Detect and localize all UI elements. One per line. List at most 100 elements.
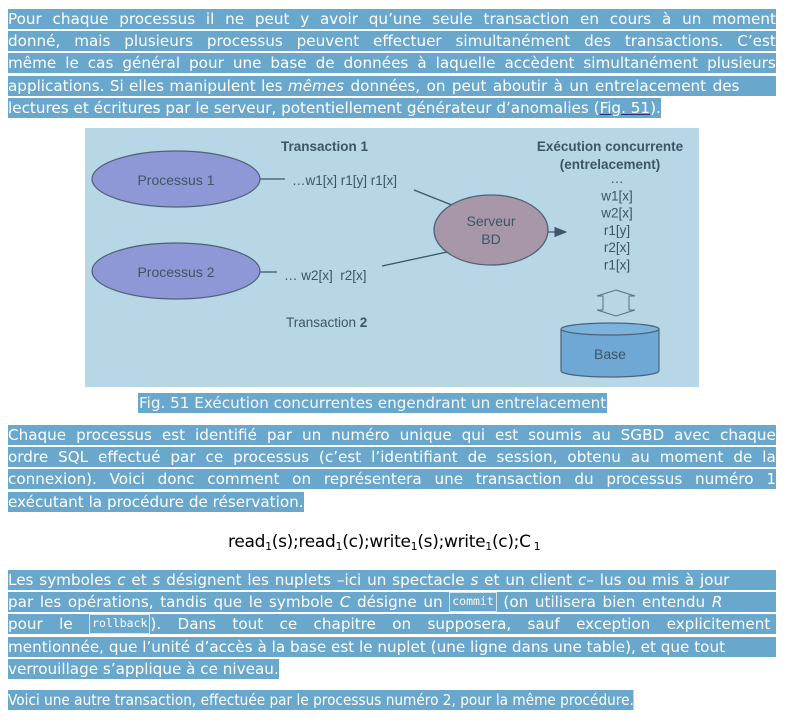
text: données, on peut aboutir à un entrelacem… bbox=[344, 76, 740, 95]
word: moment bbox=[712, 10, 776, 28]
symbol-C: C bbox=[339, 593, 351, 612]
text: par les opérations, tandis que le symbol… bbox=[8, 593, 340, 612]
code-rollback: rollback bbox=[89, 614, 151, 635]
word: même bbox=[8, 54, 57, 73]
database-label: Base bbox=[594, 346, 626, 362]
word: pour bbox=[189, 54, 224, 73]
formula-subscript: 1 bbox=[533, 540, 541, 553]
word: par bbox=[266, 426, 293, 444]
formula-term: read1(c); bbox=[298, 532, 370, 553]
word: de bbox=[315, 54, 335, 73]
text: lectures et écritures par le serveur, po… bbox=[8, 98, 600, 117]
word: transactions. bbox=[624, 32, 724, 51]
word: à bbox=[417, 54, 427, 73]
formula-term: write1(c); bbox=[444, 532, 519, 553]
word: chaque bbox=[52, 10, 109, 28]
word: numéro bbox=[331, 426, 390, 444]
text: désignent les nuplets –ici un spectacle bbox=[160, 571, 471, 589]
word: on bbox=[292, 470, 312, 489]
word: général bbox=[122, 54, 181, 73]
word: de bbox=[733, 448, 753, 467]
text: et un client bbox=[478, 571, 578, 589]
text: ). bbox=[650, 98, 661, 117]
formula-subscript: 1 bbox=[335, 540, 343, 553]
word: représentera bbox=[323, 470, 422, 489]
word: transaction bbox=[475, 470, 562, 489]
word: Voici bbox=[109, 470, 145, 489]
word: qui bbox=[461, 426, 486, 444]
word: session, bbox=[496, 448, 558, 467]
word: la bbox=[762, 448, 776, 467]
text: verrouillage s’applique à ce niveau. bbox=[8, 658, 279, 679]
word: Chaque bbox=[8, 426, 67, 444]
transaction-2-label-prefix: Transaction bbox=[286, 315, 360, 330]
word: SQL bbox=[58, 448, 89, 467]
word: est bbox=[161, 426, 186, 444]
word: au bbox=[591, 426, 611, 444]
word: obtenu bbox=[567, 448, 621, 467]
transaction-2-label-number: 2 bbox=[360, 315, 368, 330]
text: mentionnée, que l’unité d’accès à la bas… bbox=[8, 637, 726, 656]
symbol-R: R bbox=[711, 593, 723, 612]
formula-term: write1(s); bbox=[369, 532, 444, 553]
word: cours bbox=[609, 10, 652, 28]
emphasis-text: mêmes bbox=[287, 76, 345, 95]
server-label-line1: Serveur bbox=[466, 213, 515, 229]
word: C’est bbox=[737, 32, 776, 51]
word: SGBD bbox=[620, 426, 665, 444]
text: pour le bbox=[8, 615, 90, 634]
paragraph-symbols: Les symboles c et s désignent les nuplet… bbox=[8, 570, 776, 681]
word: base bbox=[270, 54, 307, 73]
word: une bbox=[434, 470, 464, 489]
word: processus bbox=[233, 448, 310, 467]
figure-link[interactable]: Fig. 51 bbox=[599, 98, 651, 117]
formula-argument: (c); bbox=[342, 532, 370, 552]
word: peut bbox=[254, 10, 290, 28]
text: et bbox=[125, 571, 153, 589]
word: accèdent bbox=[504, 54, 575, 73]
word: l’identifiant bbox=[371, 448, 458, 467]
word: processus bbox=[606, 470, 683, 489]
word: plusieurs bbox=[707, 54, 776, 73]
transaction-1-label: Transaction 1 bbox=[281, 139, 369, 154]
paragraph-second-transaction: Voici une autre transaction, effectuée p… bbox=[8, 690, 634, 710]
text-line: pour le rollback). Dans tout ce chapitre… bbox=[8, 614, 776, 636]
word: une bbox=[232, 54, 262, 73]
word: en bbox=[580, 10, 600, 28]
interleaved-operation: w1[x] bbox=[600, 188, 633, 203]
word: du bbox=[574, 470, 594, 489]
word: ne bbox=[225, 10, 245, 28]
word: seule bbox=[432, 10, 473, 28]
formula-subscript: 1 bbox=[410, 540, 418, 553]
bidirectional-arrow-icon bbox=[596, 289, 636, 317]
word: processus bbox=[76, 426, 152, 444]
word: le bbox=[65, 54, 79, 73]
symbol-s: s bbox=[152, 571, 161, 589]
word: avoir bbox=[319, 10, 359, 28]
execution-title-line2: (entrelacement) bbox=[560, 157, 661, 172]
formula-operation: write bbox=[444, 532, 486, 552]
word: Pour bbox=[8, 10, 42, 28]
word: plusieurs bbox=[124, 32, 194, 51]
word: donné, bbox=[8, 32, 61, 51]
interleaved-operation: r2[x] bbox=[604, 240, 630, 255]
process-1-node bbox=[91, 150, 261, 208]
word: transaction bbox=[483, 10, 570, 28]
interleaved-operation: r1[x] bbox=[604, 258, 630, 273]
text: (on utilisera bien entendu bbox=[496, 593, 712, 612]
word: (c’est bbox=[318, 448, 362, 467]
interleaved-operation: r1[y] bbox=[604, 223, 630, 238]
transaction-2-label: Transaction 2 bbox=[286, 315, 367, 330]
text-line: Les symboles c et s désignent les nuplet… bbox=[8, 570, 776, 592]
word: comment bbox=[207, 470, 280, 489]
